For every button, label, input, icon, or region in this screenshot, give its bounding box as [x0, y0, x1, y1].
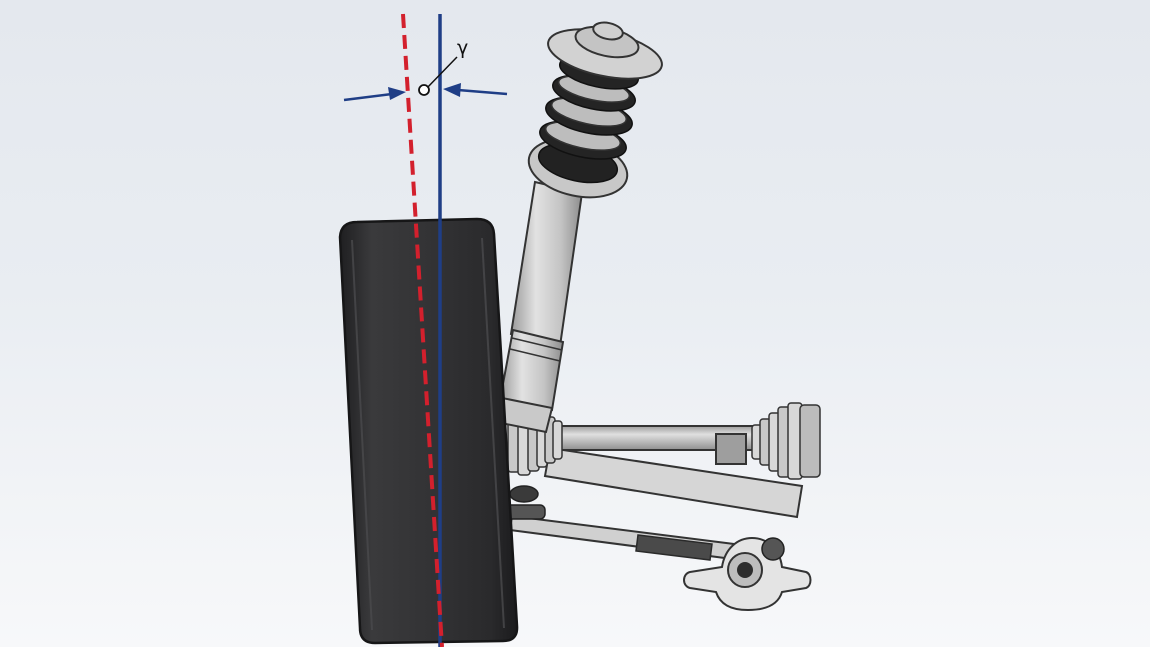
strut-top-nut — [592, 21, 624, 41]
bracket-pivot — [761, 537, 785, 561]
right-arrow-shaft — [457, 88, 508, 96]
lower-arm-bushing — [635, 534, 713, 561]
left-arrow-shaft — [343, 92, 393, 102]
axle-damper — [715, 433, 747, 465]
left-arrow-head — [388, 87, 406, 100]
camber-angle-label: γ — [457, 37, 468, 59]
angle-vertex-marker — [418, 84, 430, 96]
coil-spring — [527, 21, 663, 199]
camber-angle-indicator: γ — [343, 37, 508, 102]
subframe-bracket — [683, 536, 812, 612]
strut-assembly — [494, 180, 584, 434]
wheel-center-line — [401, 13, 444, 647]
label-leader-line — [424, 56, 458, 91]
tire-sidewall-edge — [351, 239, 373, 631]
strut-upper-tube — [509, 180, 584, 348]
tire-sidewall-edge-right — [481, 237, 505, 629]
tire — [338, 217, 519, 645]
ball-joint — [509, 485, 539, 503]
bracket-bolt — [737, 562, 753, 578]
inner-cv-boot — [751, 402, 821, 480]
right-arrow-head — [443, 83, 461, 97]
lower-control-arm — [504, 485, 744, 562]
